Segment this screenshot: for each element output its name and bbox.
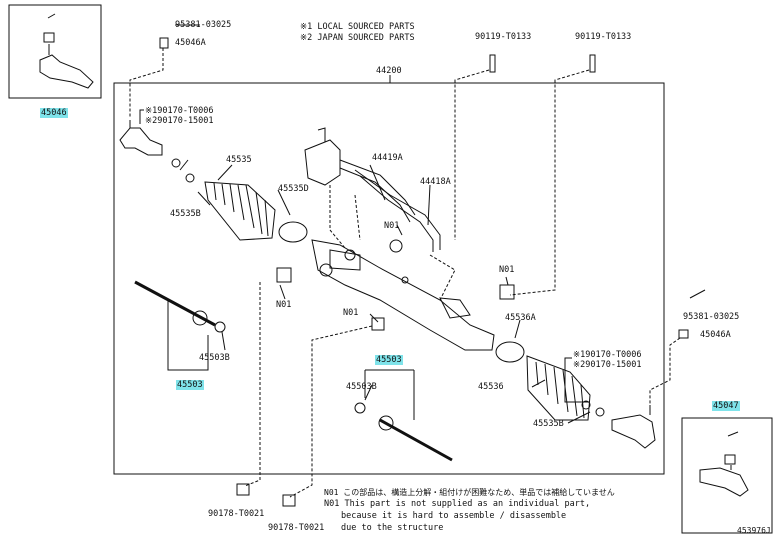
part-label-45535b-left[interactable]: 45535B xyxy=(170,209,201,219)
part-label-290170-left[interactable]: ※290170-15001 xyxy=(145,116,214,126)
footnote-line-4: due to the structure xyxy=(341,523,444,533)
part-label-90178-b[interactable]: 90178-T0021 xyxy=(268,523,325,533)
part-label-95381-right[interactable]: 95381-03025 xyxy=(683,312,740,322)
part-label-290170-right[interactable]: ※290170-15001 xyxy=(573,360,642,370)
part-label-90178-a[interactable]: 90178-T0021 xyxy=(208,509,265,519)
inset-box-45047 xyxy=(681,417,773,534)
part-label-190170-right[interactable]: ※190170-T0006 xyxy=(573,350,642,360)
diagram-code: 453976J xyxy=(737,526,771,535)
part-label-44418a[interactable]: 44418A xyxy=(420,177,451,187)
footnote-line-2: N01 This part is not supplied as an indi… xyxy=(324,499,591,509)
note-local-sourced: ※1 LOCAL SOURCED PARTS xyxy=(300,22,415,32)
part-label-45536[interactable]: 45536 xyxy=(478,382,504,392)
note-japan-sourced: ※2 JAPAN SOURCED PARTS xyxy=(300,33,415,43)
n01-marker-b[interactable]: N01 xyxy=(276,300,292,310)
part-label-45046a-right[interactable]: 45046A xyxy=(700,330,731,340)
part-label-44200[interactable]: 44200 xyxy=(376,66,402,76)
part-label-45503b-left[interactable]: 45503B xyxy=(199,353,230,363)
inset-box-45046 xyxy=(8,4,102,99)
part-label-45503b-mid[interactable]: 45503B xyxy=(346,382,377,392)
main-assembly-box xyxy=(113,82,665,475)
part-label-45047[interactable]: 45047 xyxy=(712,401,740,411)
part-label-45046a-top[interactable]: 45046A xyxy=(175,38,206,48)
footnote-line-1: N01 この部品は、構造上分解・組付けが困難なため、単品では補給していません xyxy=(324,488,615,497)
part-label-44419a[interactable]: 44419A xyxy=(372,153,403,163)
part-label-45046[interactable]: 45046 xyxy=(40,108,68,118)
part-label-45503-left[interactable]: 45503 xyxy=(176,380,204,390)
part-label-90119-a[interactable]: 90119-T0133 xyxy=(475,32,532,42)
part-label-90119-b[interactable]: 90119-T0133 xyxy=(575,32,632,42)
part-label-45535d[interactable]: 45535D xyxy=(278,184,309,194)
part-label-45535[interactable]: 45535 xyxy=(226,155,252,165)
n01-marker-a[interactable]: N01 xyxy=(384,221,400,231)
footnote-line-3: because it is hard to assemble / disasse… xyxy=(341,511,567,521)
part-label-45503-mid[interactable]: 45503 xyxy=(375,355,403,365)
part-label-190170-left[interactable]: ※190170-T0006 xyxy=(145,106,214,116)
part-label-95381-top[interactable]: 95381-03025 xyxy=(175,20,232,30)
n01-marker-c[interactable]: N01 xyxy=(343,308,359,318)
n01-marker-d[interactable]: N01 xyxy=(499,265,515,275)
part-label-45535b-right[interactable]: 45535B xyxy=(533,419,564,429)
part-label-45536a[interactable]: 45536A xyxy=(505,313,536,323)
